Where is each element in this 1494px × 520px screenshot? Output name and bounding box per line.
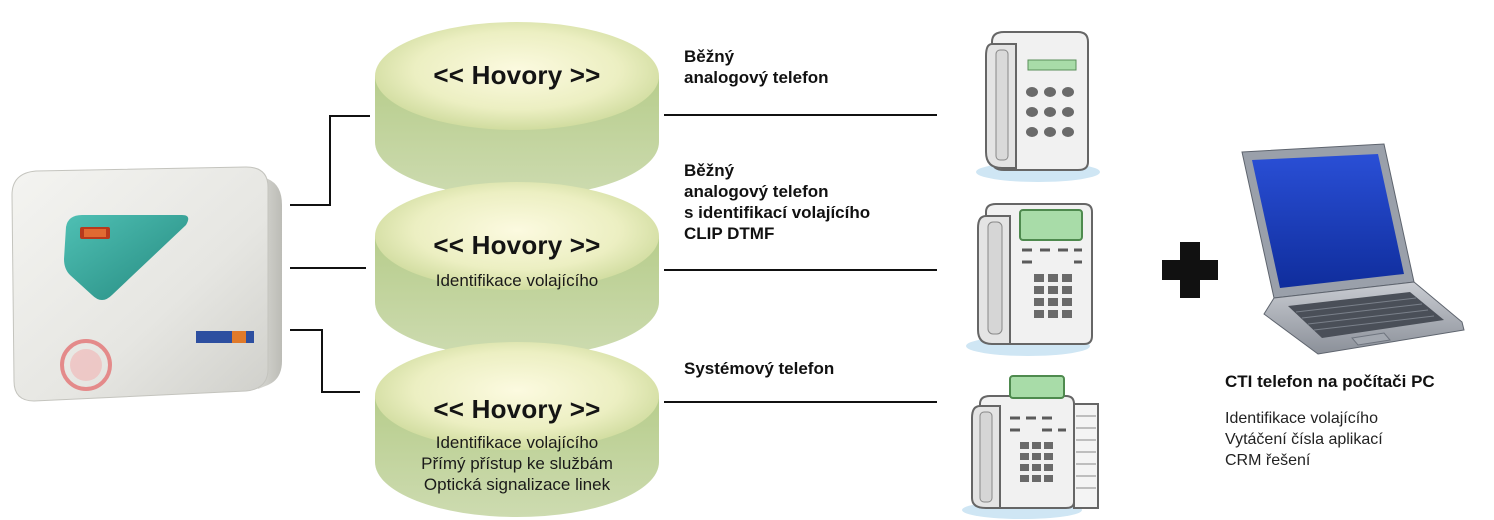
desk-phone-icon	[966, 203, 1093, 356]
analog-phone	[958, 22, 1108, 184]
disk-calls: << Hovory >>	[372, 20, 662, 200]
connector-line-3	[290, 329, 360, 393]
disk-title: << Hovory >>	[433, 230, 601, 260]
plus-icon	[1162, 242, 1218, 298]
phone-label-clip: Běžný analogový telefon s identifikací v…	[684, 161, 871, 243]
laptop	[1234, 142, 1466, 364]
disk-title: << Hovory >>	[433, 394, 601, 424]
cti-feature-list: Identifikace volajícího Vytáčení čísla a…	[1225, 408, 1383, 471]
cti-feature: Vytáčení čísla aplikací	[1225, 431, 1383, 448]
disk-title: << Hovory >>	[433, 60, 601, 90]
cti-feature: CRM řešení	[1225, 452, 1311, 469]
cti-title: CTI telefon na počítači PC	[1225, 372, 1435, 391]
disk-feature: Optická signalizace linek	[423, 475, 611, 494]
disk-feature: Identifikace volajícího	[435, 433, 599, 452]
disk-feature: Identifikace volajícího	[435, 271, 599, 290]
system-phone-icon	[962, 375, 1099, 519]
laptop-icon	[1241, 143, 1465, 355]
desk-phone	[958, 198, 1108, 358]
analog-phone-icon	[976, 31, 1100, 182]
pbx-device-icon	[11, 166, 282, 402]
plus-sign	[1158, 238, 1222, 302]
connector-line-1	[290, 115, 370, 206]
pbx-device	[6, 165, 288, 405]
phone-label-analog: Běžný analogový telefon	[684, 47, 829, 87]
disk-calls-caller-id: << Hovory >> Identifikace volajícího	[372, 180, 662, 360]
disk-feature: Přímý přístup ke službám	[421, 454, 613, 473]
cti-feature: Identifikace volajícího	[1225, 410, 1378, 427]
disk-calls-system: << Hovory >> Identifikace volajícího Pří…	[372, 340, 662, 520]
system-phone	[958, 370, 1108, 520]
phone-label-system: Systémový telefon	[684, 359, 835, 378]
